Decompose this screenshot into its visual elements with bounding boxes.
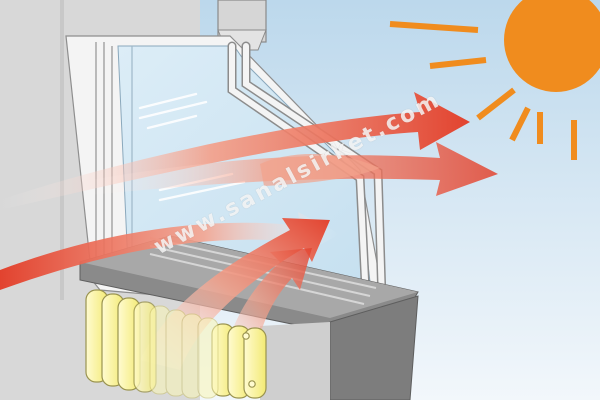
radiator-icon (85, 289, 267, 399)
wall-inner-edge (60, 0, 64, 300)
heat-arrow-icon (260, 153, 380, 186)
ledge-front (260, 322, 330, 400)
radiator-fins (149, 305, 219, 399)
heat-arrow-icon (0, 212, 340, 290)
sun-icon (389, 0, 600, 160)
